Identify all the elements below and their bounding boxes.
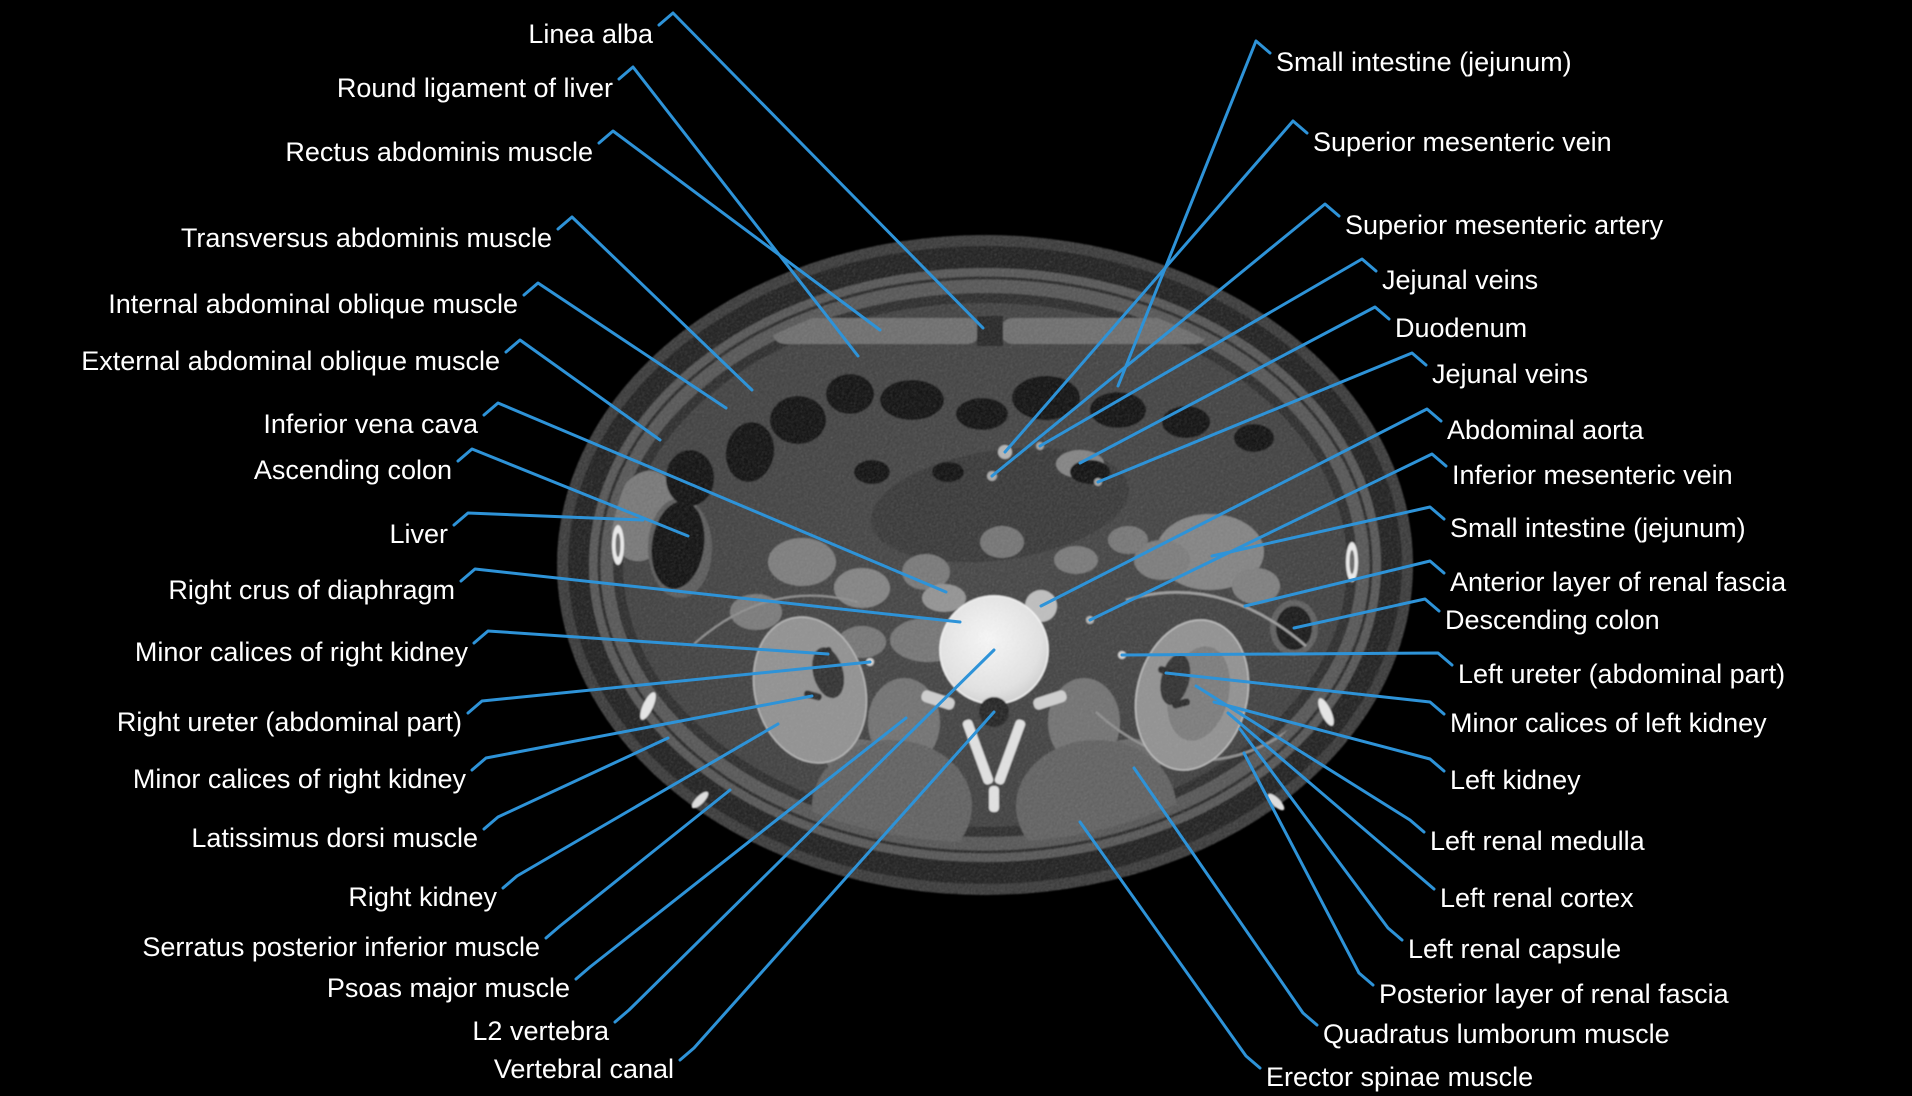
label-left-ureter-abdominal-part[interactable]: Left ureter (abdominal part) [1458, 658, 1786, 689]
label-inferior-vena-cava[interactable]: Inferior vena cava [263, 408, 478, 439]
leader-line-left-renal-capsule [1238, 727, 1404, 942]
label-ascending-colon[interactable]: Ascending colon [253, 454, 452, 485]
label-left-renal-capsule[interactable]: Left renal capsule [1408, 933, 1622, 964]
leader-line-rectus-abdominis-muscle [597, 129, 882, 332]
label-liver[interactable]: Liver [389, 518, 448, 549]
leader-line-right-crus-of-diaphragm [459, 567, 962, 624]
label-internal-abdominal-oblique-muscle[interactable]: Internal abdominal oblique muscle [108, 288, 518, 319]
leader-line-latissimus-dorsi-muscle [482, 736, 670, 831]
label-left-renal-cortex[interactable]: Left renal cortex [1440, 882, 1634, 913]
label-serratus-posterior-inferior-muscle[interactable]: Serratus posterior inferior muscle [142, 931, 540, 962]
label-rectus-abdominis-muscle[interactable]: Rectus abdominis muscle [285, 136, 593, 167]
label-minor-calices-of-right-kidney-2[interactable]: Minor calices of right kidney [132, 763, 466, 794]
label-inferior-mesenteric-vein[interactable]: Inferior mesenteric vein [1452, 459, 1733, 490]
leader-line-superior-mesenteric-vein [1003, 119, 1309, 454]
label-quadratus-lumborum-muscle[interactable]: Quadratus lumborum muscle [1323, 1018, 1670, 1049]
label-minor-calices-of-right-kidney[interactable]: Minor calices of right kidney [134, 636, 468, 667]
label-abdominal-aorta[interactable]: Abdominal aorta [1447, 414, 1644, 445]
leader-line-right-kidney [501, 722, 780, 890]
leader-line-descending-colon [1292, 597, 1441, 630]
leader-line-linea-alba [657, 11, 985, 330]
leader-line-right-ureter-abdominal-part [466, 660, 872, 715]
ct-body [557, 235, 1413, 895]
leader-line-transversus-abdominis-muscle [556, 215, 754, 392]
label-jejunal-veins-2[interactable]: Jejunal veins [1432, 358, 1589, 389]
leader-line-vertebral-canal [678, 710, 996, 1062]
leader-line-duodenum [1078, 305, 1391, 465]
leader-line-erector-spinae-muscle [1078, 820, 1262, 1070]
leader-line-left-ureter-abdominal-part [1120, 651, 1454, 667]
label-right-crus-of-diaphragm[interactable]: Right crus of diaphragm [168, 574, 455, 605]
leader-line-inferior-vena-cava [482, 401, 948, 594]
leader-line-minor-calices-of-right-kidney [472, 629, 830, 656]
leader-line-anterior-layer-of-renal-fascia [1243, 559, 1446, 608]
leader-line-small-intestine-jejunum-2 [1210, 505, 1446, 558]
leader-line-left-renal-cortex [1226, 711, 1436, 891]
label-posterior-layer-of-renal-fascia[interactable]: Posterior layer of renal fascia [1379, 978, 1729, 1009]
leader-line-serratus-posterior-inferior-muscle [544, 788, 732, 940]
label-right-kidney[interactable]: Right kidney [348, 881, 497, 912]
leader-line-round-ligament-of-liver [617, 65, 860, 358]
label-superior-mesenteric-vein[interactable]: Superior mesenteric vein [1313, 126, 1612, 157]
leader-line-psoas-major-muscle [574, 716, 908, 981]
label-left-renal-medulla[interactable]: Left renal medulla [1430, 825, 1645, 856]
leader-line-posterior-layer-of-renal-fascia [1242, 751, 1375, 987]
label-psoas-major-muscle[interactable]: Psoas major muscle [326, 972, 570, 1003]
label-small-intestine-jejunum-2[interactable]: Small intestine (jejunum) [1450, 512, 1746, 543]
leader-line-inferior-mesenteric-vein [1088, 452, 1448, 622]
leader-line-minor-calices-of-right-kidney-2 [470, 694, 814, 772]
label-duodenum[interactable]: Duodenum [1395, 312, 1528, 343]
leader-line-quadratus-lumborum-muscle [1132, 766, 1319, 1027]
label-left-kidney[interactable]: Left kidney [1450, 764, 1581, 795]
leader-line-superior-mesenteric-artery [990, 202, 1341, 478]
leader-line-internal-abdominal-oblique-muscle [522, 281, 728, 410]
label-latissimus-dorsi-muscle[interactable]: Latissimus dorsi muscle [191, 822, 478, 853]
leader-line-l2-vertebra [613, 648, 996, 1024]
leader-line-external-abdominal-oblique-muscle [504, 338, 662, 442]
leader-line-jejunal-veins [1038, 257, 1378, 448]
leader-line-ascending-colon [456, 447, 690, 538]
leader-line-liver [452, 511, 645, 527]
label-transversus-abdominis-muscle[interactable]: Transversus abdominis muscle [180, 222, 552, 253]
label-superior-mesenteric-artery[interactable]: Superior mesenteric artery [1345, 209, 1664, 240]
label-minor-calices-of-left-kidney[interactable]: Minor calices of left kidney [1450, 707, 1767, 738]
label-right-ureter-abdominal-part[interactable]: Right ureter (abdominal part) [116, 706, 462, 737]
leader-line-left-renal-medulla [1194, 684, 1426, 834]
leader-line-small-intestine-jejunum [1116, 39, 1272, 388]
leader-line-abdominal-aorta [1039, 407, 1443, 608]
label-linea-alba[interactable]: Linea alba [528, 18, 653, 49]
label-vertebral-canal[interactable]: Vertebral canal [493, 1053, 674, 1084]
label-descending-colon[interactable]: Descending colon [1445, 604, 1660, 635]
label-erector-spinae-muscle[interactable]: Erector spinae muscle [1266, 1061, 1534, 1092]
label-round-ligament-of-liver[interactable]: Round ligament of liver [336, 72, 613, 103]
label-anterior-layer-of-renal-fascia[interactable]: Anterior layer of renal fascia [1450, 566, 1787, 597]
label-external-abdominal-oblique-muscle[interactable]: External abdominal oblique muscle [81, 345, 500, 376]
label-small-intestine-jejunum[interactable]: Small intestine (jejunum) [1276, 46, 1572, 77]
leader-line-jejunal-veins-2 [1096, 351, 1428, 484]
label-jejunal-veins[interactable]: Jejunal veins [1382, 264, 1539, 295]
leader-line-minor-calices-of-left-kidney [1164, 671, 1446, 716]
label-l2-vertebra[interactable]: L2 vertebra [472, 1015, 609, 1046]
leader-line-left-kidney [1212, 700, 1446, 773]
